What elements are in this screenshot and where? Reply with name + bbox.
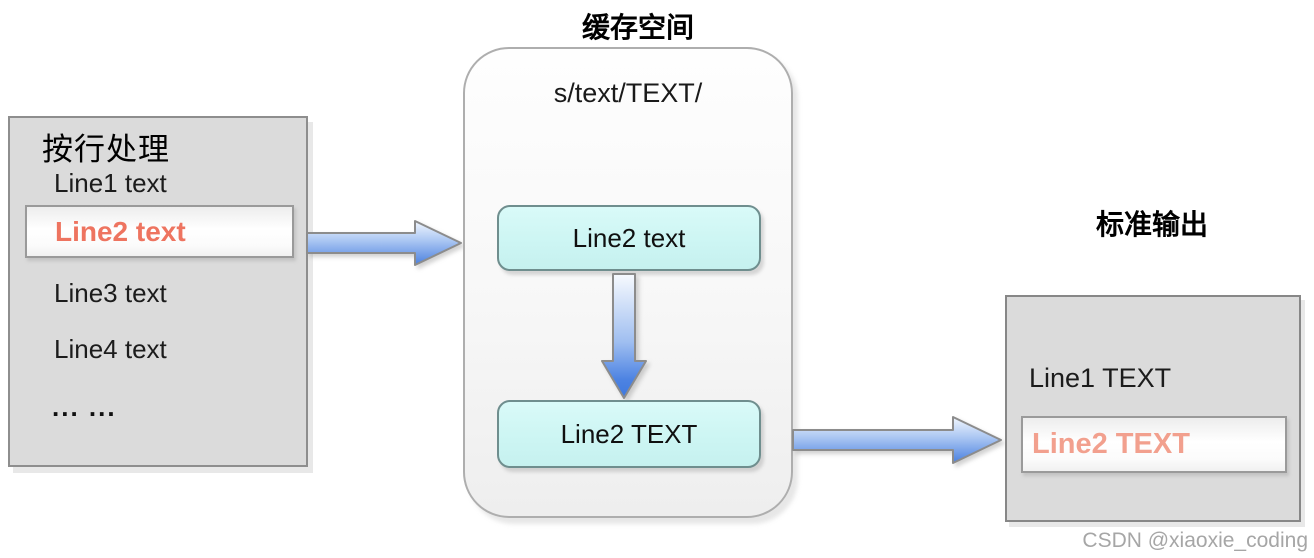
input-line-3: Line3 text <box>54 278 167 308</box>
input-ellipsis: ... ... <box>52 392 117 422</box>
sed-substitute-command: s/text/TEXT/ <box>553 78 703 108</box>
output-line-2-text: Line2 TEXT <box>1032 428 1190 460</box>
standard-output-box: Line1 TEXT Line2 TEXT <box>1005 295 1301 522</box>
arrow-down-substitution-icon <box>601 273 647 399</box>
input-line-1: Line1 text <box>54 168 167 198</box>
output-line-1: Line1 TEXT <box>1029 363 1172 393</box>
current-line-text: Line2 text <box>55 215 186 247</box>
arrow-right-input-to-buffer-icon <box>306 220 462 266</box>
current-line-highlight: Line2 text <box>25 205 294 258</box>
buffer-line-after-text: Line2 TEXT <box>560 418 698 449</box>
input-line-4: Line4 text <box>54 334 167 364</box>
buffer-line-after: Line2 TEXT <box>497 400 761 468</box>
buffer-space-label: 缓存空间 <box>581 12 694 43</box>
input-lines-box: 按行处理 Line1 text Line2 text Line3 text Li… <box>8 116 308 467</box>
input-box-title: 按行处理 <box>42 132 170 167</box>
arrow-right-buffer-to-output-icon <box>792 416 1002 464</box>
buffer-line-before: Line2 text <box>497 205 761 271</box>
buffer-line-before-text: Line2 text <box>572 222 686 253</box>
standard-output-label: 标准输出 <box>1095 209 1208 240</box>
output-line-highlight: Line2 TEXT <box>1021 416 1287 473</box>
watermark-text: CSDN @xiaoxie_coding <box>1082 529 1308 552</box>
